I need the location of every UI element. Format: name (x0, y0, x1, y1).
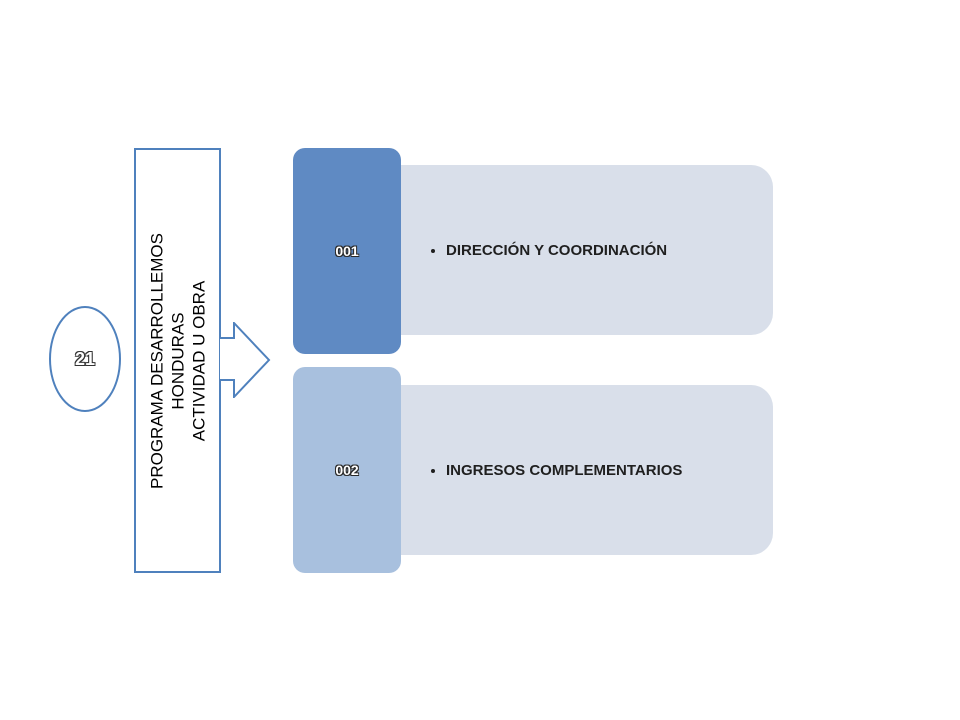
code-label: 002 (335, 462, 359, 478)
program-title-line-2: HONDURAS (168, 311, 187, 410)
program-title-line-3: ACTIVIDAD U OBRA (189, 280, 208, 441)
item-list: INGRESOS COMPLEMENTARIOS (380, 462, 682, 479)
program-title: PROGRAMA DESARROLLEMOS HONDURAS ACTIVIDA… (146, 151, 209, 571)
program-number: 21 (74, 348, 96, 369)
right-arrow-icon (220, 322, 271, 398)
code-box-002: 002 (293, 367, 401, 573)
program-title-line-1: PROGRAMA DESARROLLEMOS (147, 232, 166, 489)
code-box-001: 001 (293, 148, 401, 354)
item-panel-002: INGRESOS COMPLEMENTARIOS (380, 385, 773, 555)
item-panel-001: DIRECCIÓN Y COORDINACIÓN (380, 165, 773, 335)
code-label: 001 (335, 243, 359, 259)
program-number-circle: 21 (49, 306, 121, 412)
item-text: DIRECCIÓN Y COORDINACIÓN (446, 242, 667, 259)
program-box: PROGRAMA DESARROLLEMOS HONDURAS ACTIVIDA… (134, 148, 221, 573)
item-list: DIRECCIÓN Y COORDINACIÓN (380, 242, 667, 259)
item-text: INGRESOS COMPLEMENTARIOS (446, 462, 682, 479)
